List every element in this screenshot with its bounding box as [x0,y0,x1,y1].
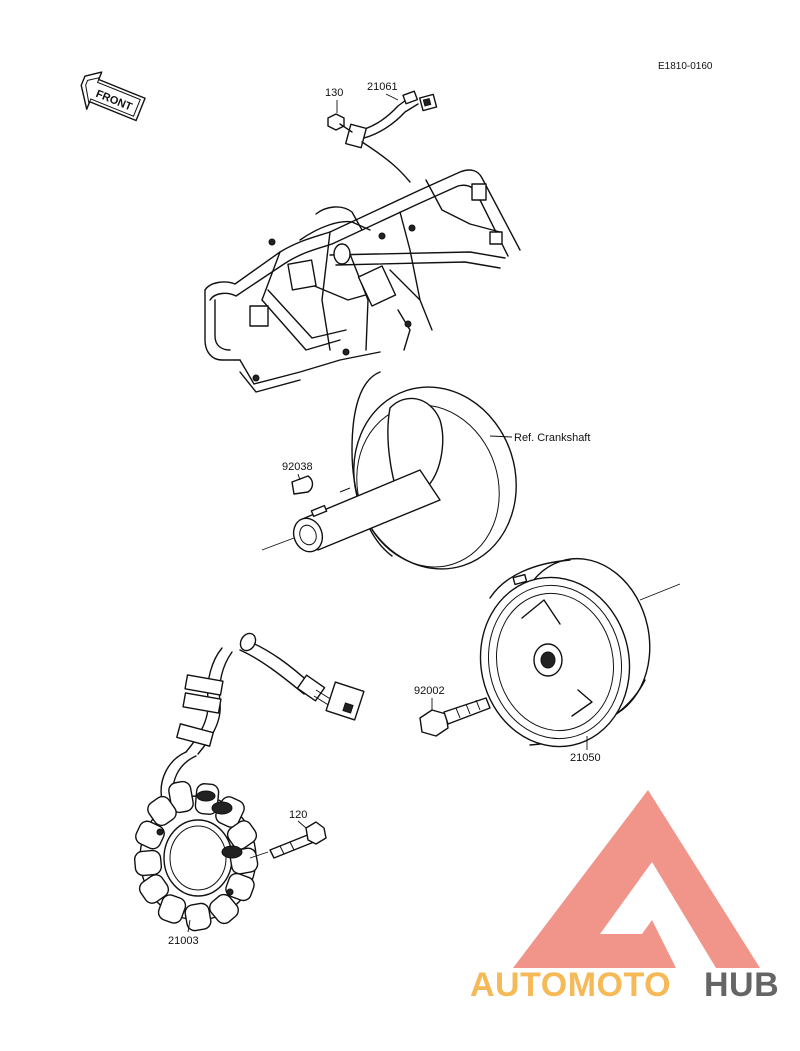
automotohub-logo: AUTOMOTO HUB [470,790,779,1004]
crankshaft-reference [261,371,517,570]
key-92038 [291,475,314,495]
part-92038-label: 92038 [282,461,313,473]
part-130-label: 130 [325,87,343,99]
part-92002-label: 92002 [414,685,445,697]
rotor-21050 [479,557,681,748]
ref-crankshaft-label: Ref. Crankshaft [514,432,590,444]
logo-text-automoto: AUTOMOTO [470,966,671,1004]
part-21003-label: 21003 [168,935,199,947]
front-arrow-icon: FRONT [80,71,146,122]
logo-text-hub: HUB [704,966,779,1004]
part-21050-label: 21050 [570,752,601,764]
stator-21003 [133,632,365,932]
bolt-120 [249,821,327,859]
logo-triangle-mark [513,790,760,968]
bolt-130 [327,113,353,133]
part-21061-label: 21061 [367,81,398,93]
frame-reference [204,169,521,393]
diagram-code: E1810-0160 [658,61,713,72]
bolt-92002 [419,697,491,737]
harness-21061 [344,90,438,183]
part-120-label: 120 [289,809,307,821]
